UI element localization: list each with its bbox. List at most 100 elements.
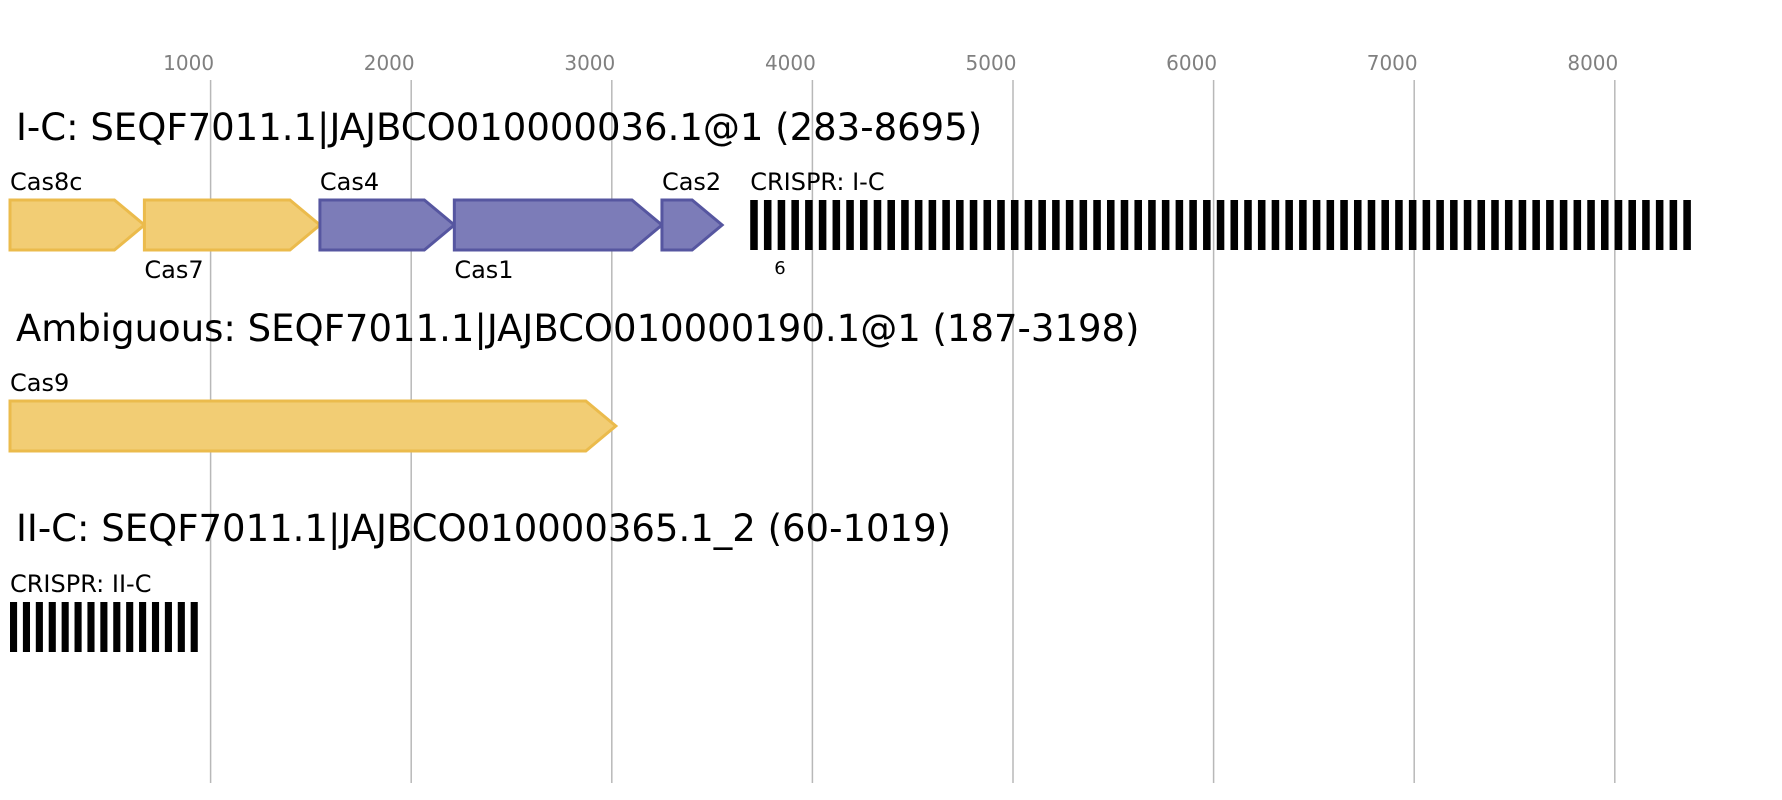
crispr-repeat: [901, 200, 909, 250]
crispr-repeat: [1532, 200, 1540, 250]
crispr-repeat: [1340, 200, 1348, 250]
gene-arrow-cas2: [660, 198, 725, 252]
crispr-repeat: [113, 602, 121, 652]
crispr-repeat: [1038, 200, 1046, 250]
crispr-repeat: [100, 602, 108, 652]
tick-label: 5000: [966, 51, 1017, 75]
crispr-repeat: [1271, 200, 1280, 250]
tick-label: 4000: [765, 51, 816, 75]
gene-arrow-cas4: [318, 198, 457, 252]
crispr-repeat: [1024, 200, 1033, 250]
crispr-repeat: [1120, 200, 1129, 250]
tick-label: 7000: [1367, 51, 1418, 75]
crispr-repeat: [1587, 200, 1595, 250]
locus-track: I-C: SEQF7011.1|JAJBCO010000036.1@1 (283…: [8, 106, 1691, 284]
crispr-repeat: [983, 200, 992, 250]
crispr-repeat: [777, 200, 786, 250]
crispr-repeat: [859, 200, 868, 250]
crispr-repeat: [164, 602, 172, 652]
crispr-repeat: [1600, 200, 1609, 250]
crispr-repeat: [1546, 200, 1554, 250]
gene-label: Cas7: [144, 256, 203, 284]
crispr-repeat: [1381, 200, 1389, 250]
gene-arrow-cas8c: [8, 198, 147, 252]
crispr-repeat: [1436, 200, 1444, 250]
crispr-repeat: [1189, 200, 1197, 250]
crispr-repeat: [1628, 200, 1636, 250]
crispr-repeat: [928, 200, 937, 250]
crispr-repeat: [846, 200, 854, 250]
crispr-repeat: [887, 200, 895, 250]
crispr-repeat: [1477, 200, 1486, 250]
crispr-repeat: [1285, 200, 1293, 250]
gene-arrow-cas9: [8, 399, 619, 453]
crispr-repeat: [791, 200, 799, 250]
crispr-repeat: [805, 200, 813, 250]
crispr-repeat: [969, 200, 978, 250]
crispr-repeat: [1614, 200, 1623, 250]
crispr-repeat: [177, 602, 185, 652]
crispr-repeat: [832, 200, 841, 250]
crispr-repeat: [1408, 200, 1417, 250]
crispr-repeat: [1504, 200, 1513, 250]
crispr-repeat: [1079, 200, 1088, 250]
crispr-repeat: [1244, 200, 1252, 250]
crispr-repeat: [763, 200, 772, 250]
crispr-repeat: [1093, 200, 1101, 250]
crispr-repeat: [1518, 200, 1527, 250]
crispr-repeat: [1052, 200, 1060, 250]
crispr-repeat: [1573, 200, 1582, 250]
crispr-repeat: [1683, 200, 1691, 250]
crispr-repeat: [87, 602, 95, 652]
gene-label: Cas1: [454, 256, 513, 284]
tick-label: 2000: [364, 51, 415, 75]
tick-label: 3000: [564, 51, 615, 75]
crispr-repeat: [818, 200, 827, 250]
crispr-repeat: [139, 602, 147, 652]
crispr-repeat: [1065, 200, 1074, 250]
gene-label: Cas9: [10, 369, 69, 397]
locus-title: I-C: SEQF7011.1|JAJBCO010000036.1@1 (283…: [16, 106, 982, 149]
gene-arrow-cas7: [142, 198, 323, 252]
crispr-repeat: [190, 602, 198, 652]
crispr-repeat: [942, 200, 950, 250]
crispr-label: CRISPR: II-C: [10, 570, 151, 598]
crispr-repeat: [1463, 200, 1472, 250]
crispr-array: [10, 602, 198, 652]
crispr-repeat: [1010, 200, 1019, 250]
locus-title: Ambiguous: SEQF7011.1|JAJBCO010000190.1@…: [16, 307, 1140, 350]
locus-track: II-C: SEQF7011.1|JAJBCO010000365.1_2 (60…: [10, 507, 951, 652]
crispr-repeat: [1134, 200, 1142, 250]
crispr-repeat: [1299, 200, 1307, 250]
crispr-repeat: [1655, 200, 1664, 250]
crispr-repeat: [126, 602, 134, 652]
crispr-repeat: [750, 200, 758, 250]
crispr-repeat: [1216, 200, 1225, 250]
gene-label: Cas2: [662, 168, 721, 196]
gene-arrow-cas1: [452, 198, 665, 252]
crispr-repeat: [1312, 200, 1321, 250]
crispr-repeat: [1669, 200, 1678, 250]
crispr-count-label: 6: [774, 258, 785, 279]
crispr-repeat: [914, 200, 923, 250]
crispr-repeat: [956, 200, 964, 250]
gene-label: Cas8c: [10, 168, 82, 196]
crispr-repeat: [1559, 200, 1568, 250]
crispr-repeat: [997, 200, 1005, 250]
locus-title: II-C: SEQF7011.1|JAJBCO010000365.1_2 (60…: [16, 507, 951, 550]
loci-tracks: I-C: SEQF7011.1|JAJBCO010000036.1@1 (283…: [8, 106, 1691, 652]
crispr-repeat: [1257, 200, 1266, 250]
crispr-repeat: [1395, 200, 1403, 250]
crispr-repeat: [1203, 200, 1211, 250]
crispr-repeat: [1422, 200, 1431, 250]
crispr-repeat: [1230, 200, 1239, 250]
crispr-repeat: [1326, 200, 1335, 250]
crispr-label: CRISPR: I-C: [750, 168, 884, 196]
crispr-repeat: [61, 602, 69, 652]
tick-label: 1000: [163, 51, 214, 75]
locus-track: Ambiguous: SEQF7011.1|JAJBCO010000190.1@…: [8, 307, 1140, 453]
tick-label: 8000: [1567, 51, 1618, 75]
crispr-array: [750, 200, 1691, 250]
